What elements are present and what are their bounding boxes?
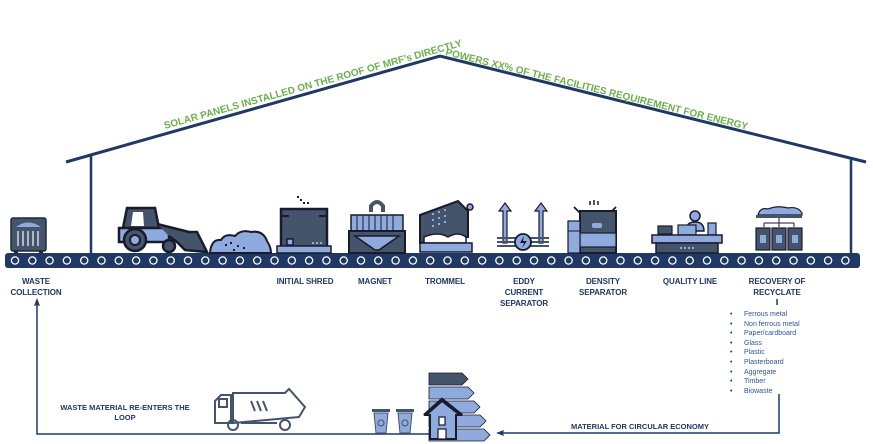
arrowhead-left [496,430,504,436]
conveyor-roller [443,256,452,265]
conveyor-roller [235,256,245,265]
conveyor-roller [806,256,816,265]
conveyor-roller [149,256,158,265]
garbage-truck-icon [214,387,307,431]
conveyor-roller [252,256,262,265]
conveyor-roller [650,256,660,265]
roof-text-right: POWERS XX% OF THE FACILITIES REQUIREMENT… [444,47,749,133]
roof-text-left: SOLAR PANELS INSTALLED ON THE ROOF OF MR… [163,38,464,132]
return-loop-line [36,304,470,435]
conveyor-roller [28,256,37,265]
label-density-separator: DENSITY SEPARATOR [579,277,627,297]
conveyor-roller [460,256,470,265]
conveyor-roller [218,256,227,265]
front-loader-icon [117,206,210,254]
label-eddy-current: EDDY CURRENT SEPARATOR [500,277,548,308]
conveyor-roller [771,256,781,265]
magnet-icon [348,200,406,254]
conveyor-roller [270,256,279,265]
recyclate-item: Biowaste [730,387,800,397]
label-circular-economy: MATERIAL FOR CIRCULAR ECONOMY [570,422,710,431]
recyclate-item: Plasterboard [730,358,800,368]
conveyor-roller [201,256,210,265]
conveyor-roller [287,256,297,265]
recycle-bin-icons [372,409,414,434]
conveyor-roller [97,256,106,265]
recyclate-list: Ferrous metal Non ferrous metal Paper/ca… [730,310,800,396]
conveyor-roller [633,256,643,265]
conveyor-roller [720,256,729,265]
conveyor-roller [512,256,521,265]
conveyor-roller [477,256,487,265]
conveyor-roller [391,256,400,265]
label-magnet: MAGNET [357,277,393,286]
conveyor-belt [5,253,860,268]
energy-house-icon [423,372,491,442]
conveyor-roller [10,256,20,265]
conveyor-roller [45,256,54,265]
conveyor-roller [789,256,798,265]
trommel-icon [419,199,474,253]
conveyor-roller [616,256,625,265]
conveyor-roller [79,256,89,265]
conveyor-roller [581,256,591,265]
conveyor-roller [668,256,677,265]
density-separator-icon [567,200,617,254]
shredder-icon [276,196,332,254]
roof-outline [65,54,867,164]
conveyor-roller [339,256,348,265]
conveyor-roller [841,256,850,265]
arrowhead-up [34,298,40,306]
conveyor-roller [598,256,608,265]
recyclate-item: Timber [730,377,800,387]
conveyor-roller [737,256,746,265]
label-quality-line: QUALITY LINE [662,277,718,286]
recyclate-item: Paper/cardboard [730,329,800,339]
recycling-bins-icon [755,206,803,251]
conveyor-roller [62,256,72,265]
conveyor-roller [356,256,366,265]
conveyor-roller [408,256,418,265]
conveyor-roller [495,256,504,265]
conveyor-roller [166,256,175,265]
label-trommel: TROMMEL [425,277,465,286]
eddy-current-icon [497,202,549,251]
conveyor-roller [131,256,141,265]
label-recovery: RECOVERY OF RECYCLATE [748,277,806,297]
conveyor-roller [529,256,539,265]
conveyor-roller [374,256,383,265]
skip-bin-icon [10,217,47,254]
quality-line-icon [651,210,723,254]
conveyor-roller [304,256,314,265]
label-waste-collection: WASTE COLLECTION [10,277,62,297]
conveyor-roller [547,256,556,265]
conveyor-roller [685,256,694,265]
recyclate-item: Glass [730,339,800,349]
label-initial-shred: INITIAL SHRED [276,277,334,286]
waste-pile-icon [208,230,273,254]
circular-economy-arrow [502,394,780,434]
recyclate-item: Aggregate [730,368,800,378]
recyclate-item: Ferrous metal [730,310,800,320]
conveyor-roller [754,256,764,265]
conveyor-roller [564,256,573,265]
conveyor-roller [425,256,435,265]
conveyor-roller [183,256,193,265]
conveyor-roller [322,256,331,265]
recyclate-item: Non ferrous metal [730,320,800,330]
conveyor-roller [114,256,124,265]
conveyor-roller [702,256,712,265]
conveyor-roller [823,256,833,265]
recyclate-item: Plastic [730,348,800,358]
label-re-enters-loop: WASTE MATERIAL RE-ENTERS THE LOOP [60,403,190,422]
